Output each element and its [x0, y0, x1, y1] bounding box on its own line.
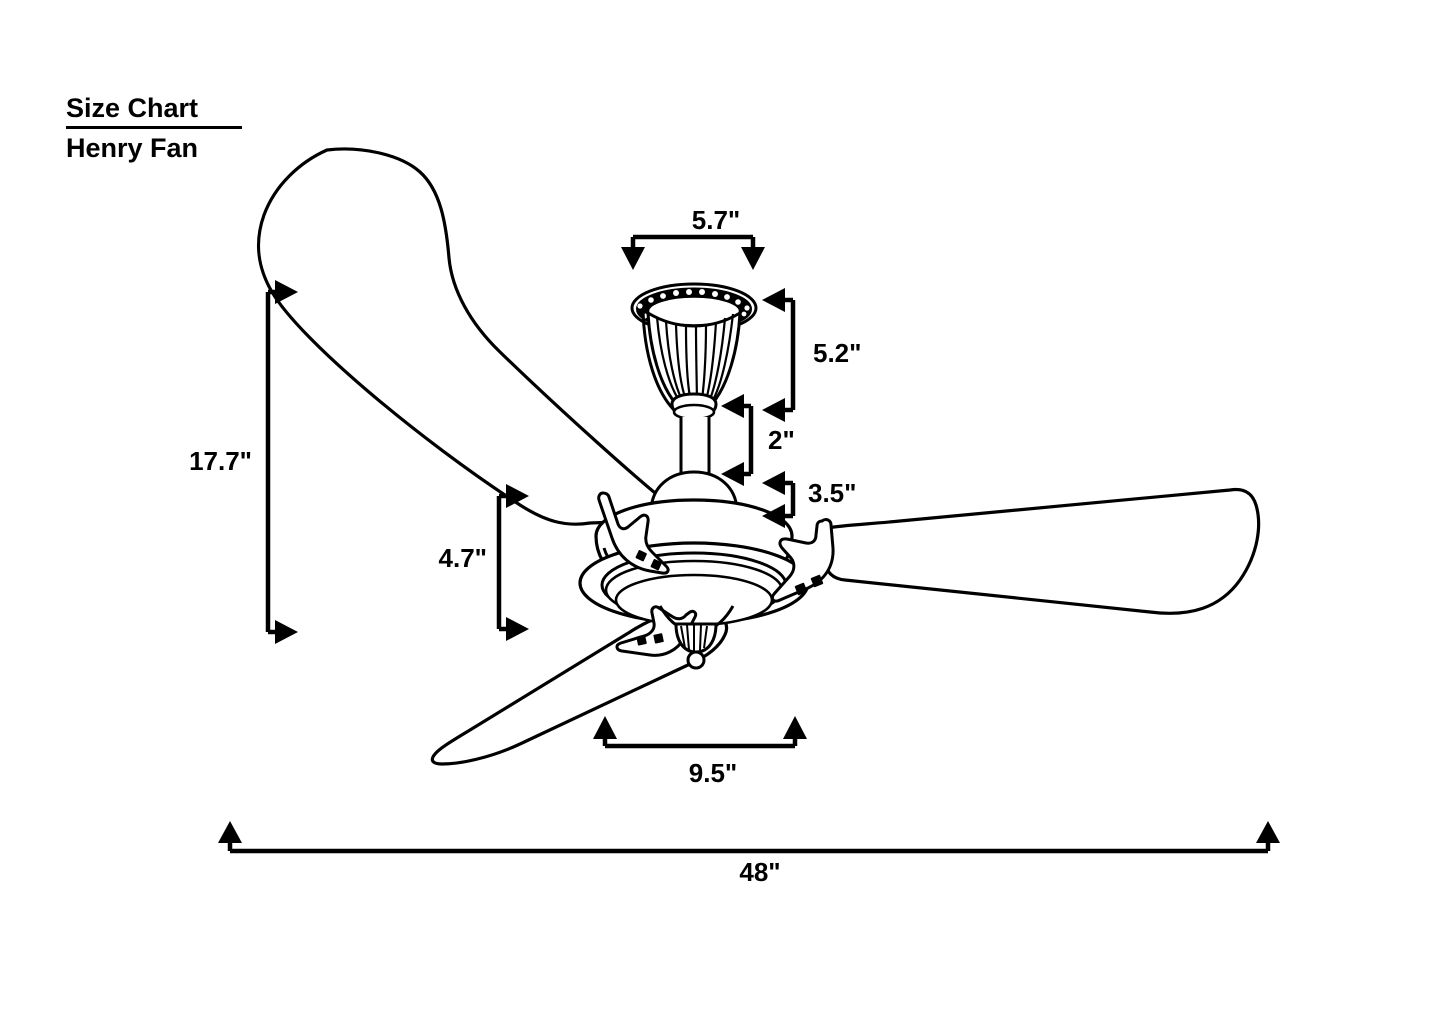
- canopy-shadow-arc: [641, 308, 678, 414]
- arrow-blade-offset-left: [593, 716, 617, 739]
- dimension-label-downrod-length: 2": [768, 425, 795, 455]
- arrow-canopy-width-right: [741, 247, 765, 270]
- arrow-blade-drop-top: [506, 484, 529, 508]
- dimension-overall-drop: [265, 289, 282, 635]
- arrow-blade-span-right: [1256, 821, 1280, 843]
- blade-iron-right-rivets: [794, 574, 824, 596]
- arrow-blade-span-left: [218, 821, 242, 843]
- blade-iron-left-rivets: [635, 550, 662, 571]
- downrod: [679, 417, 711, 480]
- title-divider: [66, 126, 242, 129]
- dimension-canopy-height: [778, 297, 796, 413]
- arrow-overall-drop-bottom: [275, 620, 298, 644]
- dimension-label-canopy-height: 5.2": [813, 338, 862, 368]
- finial-fluting: [680, 624, 708, 651]
- dimension-label-blade-drop: 4.7": [438, 543, 487, 573]
- chart-title-block: Size Chart Henry Fan: [66, 92, 326, 164]
- arrow-motor-height-bottom: [762, 504, 785, 528]
- blade-iron-lower-rivets: [636, 633, 664, 646]
- blade-iron-left: [597, 491, 670, 575]
- arrow-downrod-top: [721, 394, 744, 418]
- arrow-canopy-height-top: [762, 288, 785, 312]
- arrow-canopy-height-bottom: [762, 398, 785, 422]
- dimension-label-overall-drop: 17.7": [189, 446, 252, 476]
- dimension-label-blade-span: 48": [739, 857, 781, 887]
- arrow-blade-drop-bottom: [506, 617, 529, 641]
- dimension-canopy-width: [630, 234, 756, 252]
- blade-upper-left: [256, 147, 682, 526]
- product-name: Henry Fan: [66, 133, 199, 163]
- dimension-blade-span: [227, 836, 1271, 854]
- dimension-label-canopy-width: 5.7": [691, 205, 741, 235]
- dimension-blade-offset: [602, 732, 798, 749]
- page-title: Size Chart: [66, 93, 199, 123]
- blade-right: [819, 487, 1261, 615]
- dimension-blade-drop: [496, 493, 513, 632]
- dimension-label-motor-height: 3.5": [808, 478, 857, 508]
- finial-ball: [686, 650, 706, 670]
- arrow-downrod-bottom: [721, 462, 744, 486]
- arrow-motor-height-top: [762, 471, 785, 495]
- arrow-blade-offset-right: [783, 716, 807, 739]
- canopy-collar-ring: [672, 403, 716, 421]
- arrow-canopy-width-left: [621, 247, 645, 270]
- arrow-overall-drop-top: [275, 280, 298, 304]
- dimension-label-blade-offset: 9.5": [688, 758, 738, 788]
